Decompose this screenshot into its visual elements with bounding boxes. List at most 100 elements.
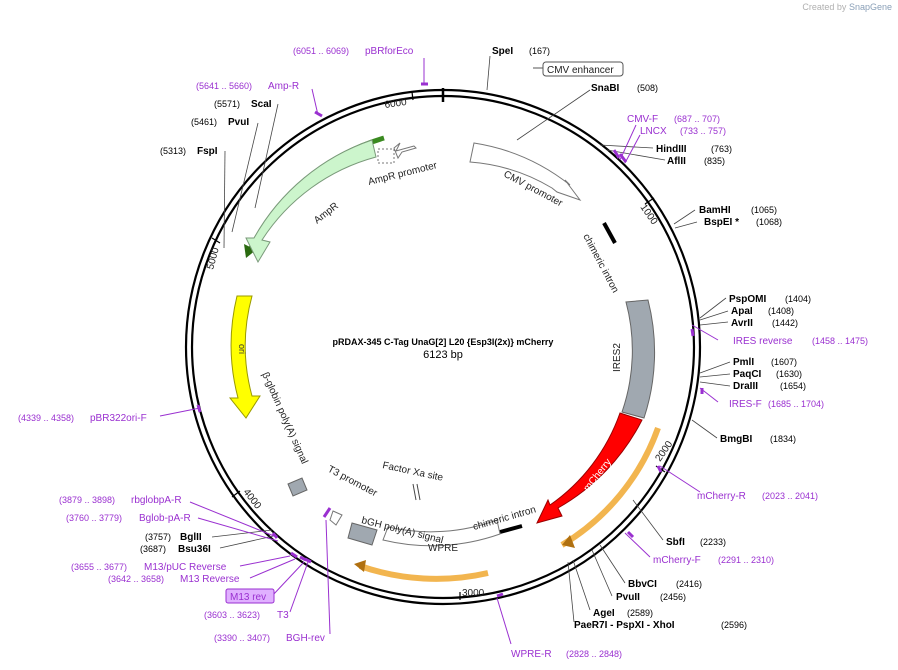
ampr-orf-arrowhead [244, 244, 256, 258]
mcherry-feature [536, 412, 643, 524]
site-bbvci-pos: (2416) [676, 579, 702, 589]
primer-mcherryr-name: mCherry-R [697, 491, 746, 502]
site-bspei-name: BspEI * [704, 217, 739, 228]
primer-mcherryf-name: mCherry-F [653, 555, 701, 566]
primer-iresf-pos: (1685 .. 1704) [768, 399, 824, 409]
tick-1000 [644, 197, 655, 205]
primer-bghrev-name: BGH-rev [286, 633, 325, 644]
primer-t3-pos: (3603 .. 3623) [204, 610, 260, 620]
site-pvui-pos: (5461) [191, 117, 217, 127]
primer-pbrforeco-name: pBRforEco [365, 46, 414, 57]
site-bmgbi-pos: (1834) [770, 434, 796, 444]
site-bbvci-name: BbvCI [628, 579, 657, 590]
site-fspi-name: FspI [197, 146, 218, 157]
site-bamhi-pos: (1065) [751, 205, 777, 215]
primer-pbr322ori-name: pBR322ori-F [90, 413, 147, 424]
primer-rbglobpa-name: rbglobpA-R [131, 495, 182, 506]
site-sbfi-name: SbfI [666, 537, 685, 548]
primer-wprer-pos: (2828 .. 2848) [566, 649, 622, 659]
site-aflii-pos: (835) [704, 156, 725, 166]
snapgene-credit: Created by SnapGene [802, 2, 892, 12]
mcherry-orf-track [560, 426, 661, 548]
plasmid-name: pRDAX-345 C-Tag UnaG[2] L20 {Esp3I(2x)} … [333, 337, 554, 347]
site-pspomi-pos: (1404) [785, 294, 811, 304]
site-scai-name: ScaI [251, 99, 272, 110]
primer-t3-name: T3 [277, 610, 289, 621]
site-apai-name: ApaI [731, 306, 753, 317]
ires2-label: IRES2 [612, 343, 623, 372]
chimeric-intron-2-label: chimeric intron [472, 504, 538, 532]
wpre-orf-track [359, 563, 489, 582]
factor-xa-mark-2 [416, 483, 421, 501]
site-bglii-name: BglII [180, 532, 202, 543]
site-pvui-name: PvuI [228, 117, 249, 128]
site-pvuii-pos: (2456) [660, 592, 686, 602]
site-paer7i-name: PaeR7I - PspXI - XhoI [574, 620, 675, 631]
site-bsu36i-name: Bsu36I [178, 544, 211, 555]
site-paqci-pos: (1630) [776, 369, 802, 379]
cmv-promoter-feature [469, 142, 582, 202]
tick-label-5000: 5000 [205, 246, 221, 271]
primer-marks [196, 82, 704, 598]
m13-rev-highlight[interactable] [225, 588, 275, 604]
ampr-promoter-feature [393, 142, 417, 160]
primer-pbrforeco-pos: (6051 .. 6069) [293, 46, 349, 56]
primer-rbglobpa-pos: (3879 .. 3898) [59, 495, 115, 505]
wpre-feature [382, 519, 501, 547]
primer-bghrev-pos: (3390 .. 3407) [214, 633, 270, 643]
t3-promoter-feature [329, 510, 343, 526]
primer-bglobpa-pos: (3760 .. 3779) [66, 513, 122, 523]
site-draiii-name: DraIII [733, 381, 758, 392]
factor-xa-label: Factor Xa site [381, 460, 444, 484]
tick-label-3000: 3000 [462, 588, 485, 599]
beta-globin-label: β-globin poly(A) signal [259, 371, 309, 466]
site-bsu36i-pos: (3687) [140, 544, 166, 554]
factor-xa-mark-1 [412, 483, 417, 501]
primer-bglobpa-name: Bglob-pA-R [139, 513, 191, 524]
primer-m13puc-pos: (3655 .. 3677) [71, 562, 127, 572]
tick-label-1000: 1000 [638, 202, 660, 227]
site-pmli-name: PmlI [733, 357, 754, 368]
site-snabi-pos: (508) [637, 83, 658, 93]
site-bamhi-name: BamHI [699, 205, 731, 216]
wpre-orf-arrowhead [354, 560, 366, 572]
primer-leaders [159, 58, 719, 645]
ampr-promoter-box [377, 148, 395, 164]
ori-label: ori [237, 344, 247, 354]
primer-iresrev-name: IRES reverse [733, 336, 793, 347]
site-scai-pos: (5571) [214, 99, 240, 109]
primer-wprer-name: WPRE-R [511, 649, 552, 660]
site-pspomi-name: PspOMI [729, 294, 766, 305]
site-bglii-pos: (3757) [145, 532, 171, 542]
site-snabi-name: SnaBI [591, 83, 620, 94]
primer-cmvf-name: CMV-F [627, 114, 658, 125]
tick-4000 [231, 490, 241, 498]
site-aflii-name: AflII [667, 156, 686, 167]
mcherry-orf-arrowhead [562, 535, 575, 548]
snapgene-logo: SnapGene [848, 2, 892, 12]
ori-feature [228, 295, 261, 419]
beta-globin-feature [287, 477, 308, 497]
primer-iresrev-pos: (1458 .. 1475) [812, 336, 868, 346]
primer-lncx-name: LNCX [640, 126, 667, 137]
primer-mcherryr-pos: (2023 .. 2041) [762, 491, 818, 501]
primer-m13puc-name: M13/pUC Reverse [144, 562, 227, 573]
primer-m13rev-name: M13 Reverse [180, 574, 240, 585]
site-pmli-pos: (1607) [771, 357, 797, 367]
t3-promoter-label: T3 promoter [326, 464, 380, 500]
primer-mcherryf-pos: (2291 .. 2310) [718, 555, 774, 565]
ampr-label: AmpR [312, 201, 341, 227]
primer-iresf-name: IRES-F [729, 399, 762, 410]
site-hindiii-pos: (763) [711, 144, 732, 154]
site-avrii-pos: (1442) [772, 318, 798, 328]
site-bmgbi-name: BmgBI [720, 434, 752, 445]
site-paer7i-pos: (2596) [721, 620, 747, 630]
plasmid-size: 6123 bp [423, 349, 463, 361]
cmv-enhancer-box [542, 61, 624, 77]
ires2-feature [621, 299, 656, 419]
site-avrii-name: AvrII [731, 318, 753, 329]
site-draiii-pos: (1654) [780, 381, 806, 391]
tick-label-6000: 6000 [384, 97, 408, 111]
chimeric-intron-2-feature [499, 524, 523, 534]
site-agei-pos: (2589) [627, 608, 653, 618]
